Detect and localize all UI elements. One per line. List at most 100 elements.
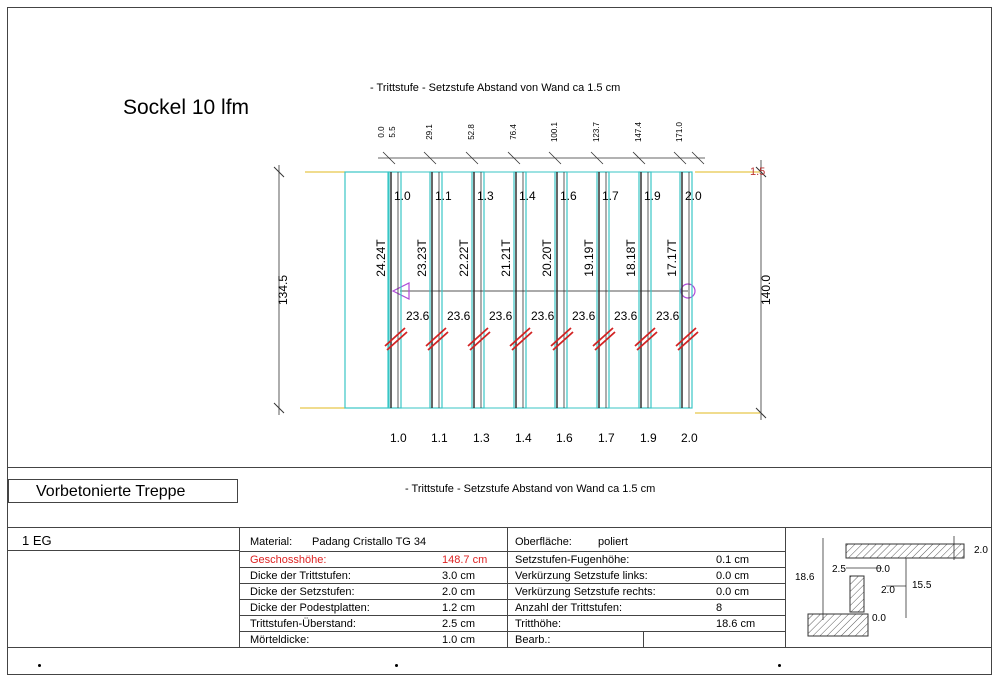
cut-mark: [425, 327, 447, 347]
dim-left-tick-bottom: [273, 402, 285, 414]
note-bottom: - Trittstufe - Setzstufe Abstand von Wan…: [405, 483, 656, 495]
dim-tick: [548, 151, 562, 165]
step-label-bottom: 2.0: [681, 431, 698, 445]
step-riser-outline: [596, 171, 610, 409]
step-label-top: 1.4: [519, 189, 536, 203]
property-label: Tritthöhe:: [515, 618, 562, 630]
detail-riser: [849, 575, 865, 613]
cut-mark: [511, 331, 533, 351]
cut-mark: [636, 331, 658, 351]
property-value: 8: [716, 602, 723, 614]
drawing-title: Sockel 10 lfm: [123, 96, 250, 119]
floor-label: 1 EG: [22, 533, 52, 548]
step-label-bottom: 1.7: [598, 431, 615, 445]
project-title-box: Vorbetonierte Treppe: [8, 479, 238, 503]
detail-dim-c: 18.6: [795, 572, 815, 583]
step-riser-outline: [471, 171, 485, 409]
property-label: Verkürzung Setzstufe links:: [515, 570, 648, 582]
step-depth: 23.6: [447, 309, 471, 323]
step-label-top: 1.1: [435, 189, 452, 203]
cut-mark: [509, 327, 531, 347]
step-label-bottom: 1.1: [431, 431, 448, 445]
step-label-bottom: 1.4: [515, 431, 532, 445]
row-separator: [239, 567, 507, 568]
property-value: 3.0 cm: [442, 570, 476, 582]
title-block-divider-1: [239, 527, 240, 647]
step-riser-outline: [554, 171, 568, 409]
dim-left-value: 134.5: [276, 275, 290, 305]
step-depth: 23.6: [656, 309, 680, 323]
cut-mark: [592, 327, 614, 347]
row-separator: [507, 583, 785, 584]
title-block-bottom-line: [7, 647, 992, 648]
property-value: 0.0 cm: [716, 570, 750, 582]
detail-upper-tread: [845, 543, 965, 559]
title-block-divider-2: [507, 527, 508, 647]
dim-tick: [590, 151, 604, 165]
footer-dot-3: [778, 664, 781, 667]
step-label-bottom: 1.9: [640, 431, 657, 445]
cut-mark: [594, 331, 616, 351]
step-riser-outline: [679, 171, 693, 409]
bearb-divider: [643, 631, 644, 647]
detail-dim-d: 0.0: [876, 564, 890, 575]
step-label-bottom: 1.3: [473, 431, 490, 445]
surface-value: poliert: [598, 536, 628, 548]
landing-outline: [344, 171, 389, 409]
detail-dim-f: 2.0: [881, 585, 895, 596]
property-value: 1.0 cm: [442, 634, 476, 646]
step-riser-outline: [388, 171, 402, 409]
cut-mark: [677, 331, 699, 351]
dim-tick: [507, 151, 521, 165]
property-value: 1.2 cm: [442, 602, 476, 614]
step-label-top: 1.3: [477, 189, 494, 203]
dim-tick: [465, 151, 479, 165]
steps-group: 1.01.024.24T23.61.11.123.23T23.61.31.322…: [374, 121, 705, 445]
step-label-bottom: 1.0: [390, 431, 407, 445]
detail-lower-tread: [807, 613, 869, 637]
property-value: 0.1 cm: [716, 554, 750, 566]
dim-tick: [691, 151, 705, 165]
dim-tick: [423, 151, 437, 165]
row-separator: [507, 567, 785, 568]
top-dim-value: 5.5: [388, 126, 397, 138]
row-separator: [239, 631, 507, 632]
step-name: 22.22T: [457, 239, 471, 277]
stair-plan: 134.5 140.0 1.5 1.01.024.24T23.61.11.123…: [273, 121, 773, 445]
property-label: Trittstufen-Überstand:: [250, 618, 356, 630]
cut-mark: [550, 327, 572, 347]
row-separator: [507, 631, 785, 632]
step-label-top: 2.0: [685, 189, 702, 203]
dim-right-tick-bottom: [755, 407, 767, 419]
property-label: Mörteldicke:: [250, 634, 310, 646]
right-top-label: 1.5: [750, 166, 765, 178]
dim-right-tick-top: [755, 166, 767, 178]
step-riser-outline: [429, 171, 443, 409]
detail-dim-e: 15.5: [912, 580, 932, 591]
step-name: 18.18T: [624, 239, 638, 277]
floor-row-line: [7, 550, 239, 551]
step-depth: 23.6: [489, 309, 513, 323]
property-value: 18.6 cm: [716, 618, 756, 630]
material-value: Padang Cristallo TG 34: [312, 536, 427, 548]
step-depth: 23.6: [614, 309, 638, 323]
project-title: Vorbetonierte Treppe: [36, 483, 186, 500]
detail-dim-a: 2.5: [832, 564, 846, 575]
top-dim-value: 76.4: [509, 124, 518, 140]
detail-dim-b: 2.0: [974, 545, 988, 556]
step-label-top: 1.9: [644, 189, 661, 203]
property-label: Dicke der Setzstufen:: [250, 586, 355, 598]
property-label: Geschosshöhe:: [250, 554, 327, 566]
property-label: Setzstufen-Fugenhöhe:: [515, 554, 630, 566]
property-label: Verkürzung Setzstufe rechts:: [515, 586, 656, 598]
footer-dot-1: [38, 664, 41, 667]
top-dim-value: 123.7: [592, 121, 601, 142]
cut-mark: [427, 331, 449, 351]
row-separator: [507, 599, 785, 600]
property-value: 2.0 cm: [442, 586, 476, 598]
property-label: Dicke der Trittstufen:: [250, 570, 351, 582]
property-value: 0.0 cm: [716, 586, 750, 598]
row-separator: [239, 615, 507, 616]
drawing-sheet: [7, 7, 992, 675]
top-dim-value: 100.1: [550, 121, 559, 142]
